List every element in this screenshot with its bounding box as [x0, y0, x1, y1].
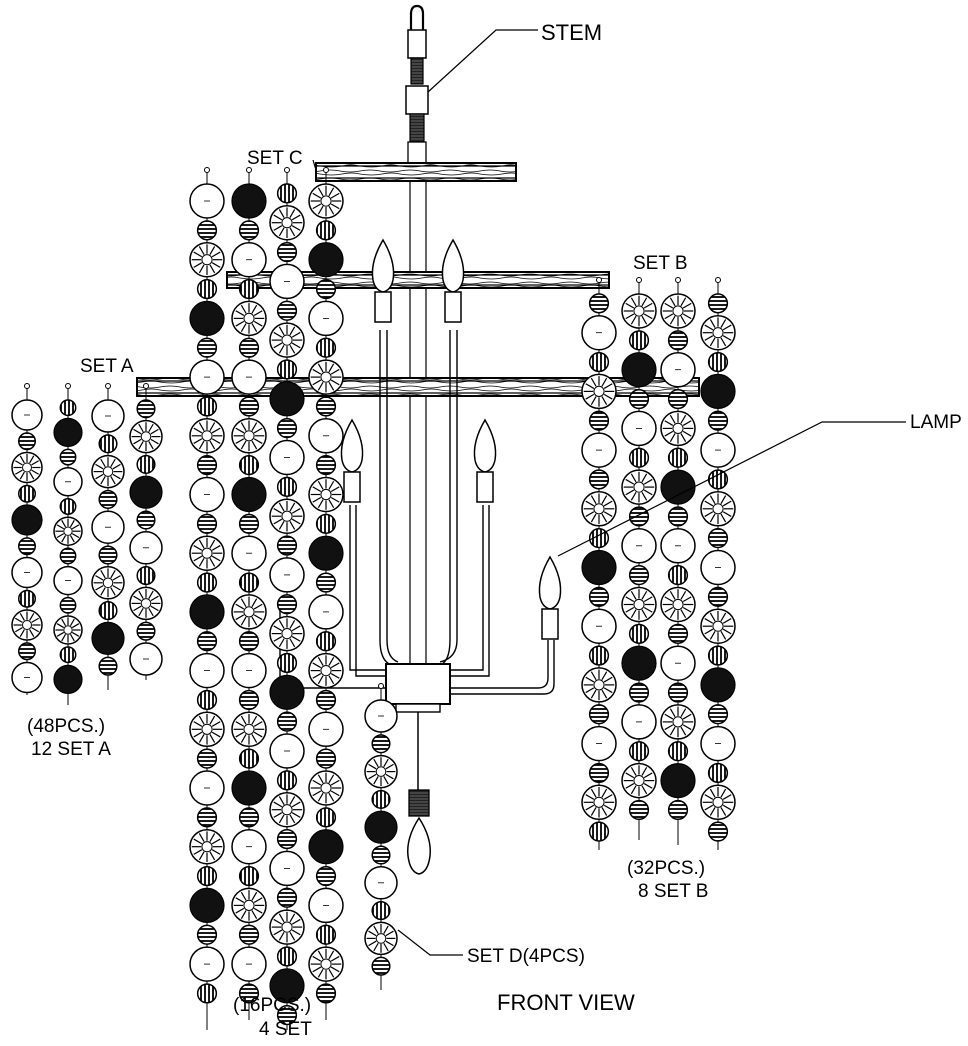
lamp-bulb-upper-right [441, 238, 465, 323]
arm-right-inner [450, 640, 555, 695]
lamp-bulb-left [340, 418, 364, 503]
label-set-b-qty: 8 SET B [638, 881, 708, 902]
arm-right [450, 640, 549, 689]
label-center-count: (16PCS.) [233, 995, 311, 1016]
leader-set-d [397, 929, 463, 956]
arm-mid-right-inner [450, 505, 490, 677]
leader-set-c [312, 159, 317, 171]
strand-set-a-3 [91, 383, 125, 690]
strand-set-a-4 [129, 383, 163, 680]
strand-set-b-4 [700, 277, 736, 850]
strand-center-3 [269, 167, 305, 1030]
lamp-bulb-upper-left [371, 238, 395, 323]
label-lamp: LAMP [910, 412, 962, 433]
label-set-c: SET C [247, 148, 303, 169]
bead-strands [11, 167, 736, 1030]
lamp-bulb-right [538, 555, 562, 640]
stem-canopy-nut [407, 141, 427, 165]
frame-set-c [315, 162, 517, 182]
leader-lines [312, 29, 906, 956]
stem-link [407, 29, 427, 59]
label-set-a-qty: 12 SET A [31, 739, 111, 760]
label-stem: STEM [541, 20, 602, 45]
arm-upper-right-inner [439, 330, 458, 663]
strand-center-2 [231, 167, 267, 1020]
strand-set-b-1 [581, 277, 617, 850]
strand-set-d [364, 683, 398, 990]
strand-center-4 [308, 167, 344, 1020]
stem-rod [409, 113, 425, 143]
strand-set-b-3 [660, 277, 696, 845]
label-view-title: FRONT VIEW [497, 990, 635, 1015]
strand-set-a-2 [53, 383, 83, 705]
label-set-a: SET A [80, 356, 134, 377]
arm-mid-right [450, 505, 484, 671]
label-set-b-count: (32PCS.) [627, 858, 705, 879]
strand-set-b-2 [621, 277, 657, 840]
arm-left [349, 505, 386, 671]
stem-coupler [405, 85, 429, 115]
leader-lamp [557, 421, 906, 557]
center-hub [385, 663, 451, 705]
lamp-bulb-mid-right [473, 418, 497, 503]
arm-left-inner [355, 505, 386, 677]
leader-stem [427, 29, 538, 93]
label-center-qty: 4 SET [259, 1019, 312, 1040]
arm-upper-left-inner [386, 330, 399, 663]
strand-set-a-1 [11, 383, 43, 695]
strand-center-1 [189, 167, 225, 1030]
bottom-socket [408, 789, 430, 817]
label-set-b: SET B [633, 253, 688, 274]
label-set-d: SET D(4PCS) [467, 946, 585, 967]
lamp-bulb-bottom [406, 816, 432, 875]
stem-hook [409, 4, 425, 30]
center-rod [409, 163, 427, 665]
stem-chain [410, 57, 424, 85]
label-set-a-count: (48PCS.) [27, 716, 105, 737]
